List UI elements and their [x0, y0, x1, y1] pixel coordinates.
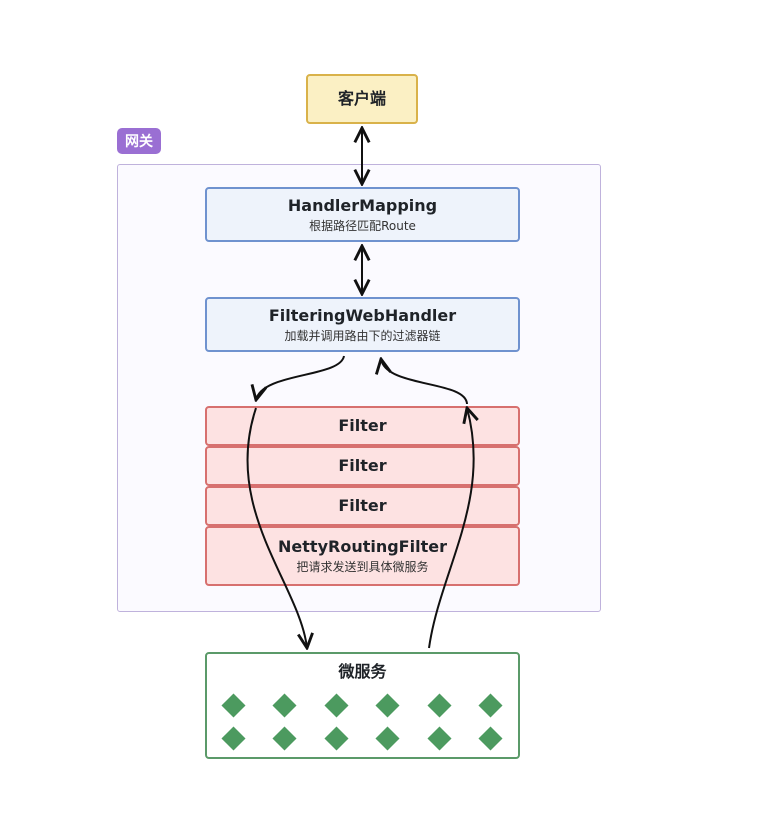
microservices-title: 微服务	[338, 662, 387, 681]
handler-mapping-subtitle: 根据路径匹配Route	[309, 218, 416, 233]
filtering-web-handler-title: FilteringWebHandler	[268, 305, 457, 325]
response-up-arrow	[381, 359, 468, 405]
filter-label: Filter	[338, 416, 387, 435]
request-to-service-arrow	[246, 407, 307, 648]
filter-label: Filter	[338, 496, 387, 515]
client-node: 客户端	[306, 74, 418, 124]
handler-mapping-title: HandlerMapping	[287, 195, 438, 215]
filter-node: Filter	[205, 446, 520, 486]
netty-routing-filter-node: NettyRoutingFilter 把请求发送到具体微服务	[205, 526, 520, 586]
response-from-service-arrow	[428, 408, 474, 649]
netty-routing-filter-title: NettyRoutingFilter	[278, 537, 447, 556]
filtering-web-handler-subtitle: 加载并调用路由下的过滤器链	[284, 328, 441, 343]
gateway-label: 网关	[117, 128, 161, 154]
microservices-node: 微服务	[205, 652, 520, 759]
netty-routing-filter-subtitle: 把请求发送到具体微服务	[296, 560, 429, 574]
client-label: 客户端	[337, 89, 386, 108]
filter-label: Filter	[338, 456, 387, 475]
filtering-web-handler-node: FilteringWebHandler 加载并调用路由下的过滤器链	[205, 297, 520, 352]
handler-mapping-node: HandlerMapping 根据路径匹配Route	[205, 187, 520, 242]
request-down-arrow	[256, 355, 345, 400]
